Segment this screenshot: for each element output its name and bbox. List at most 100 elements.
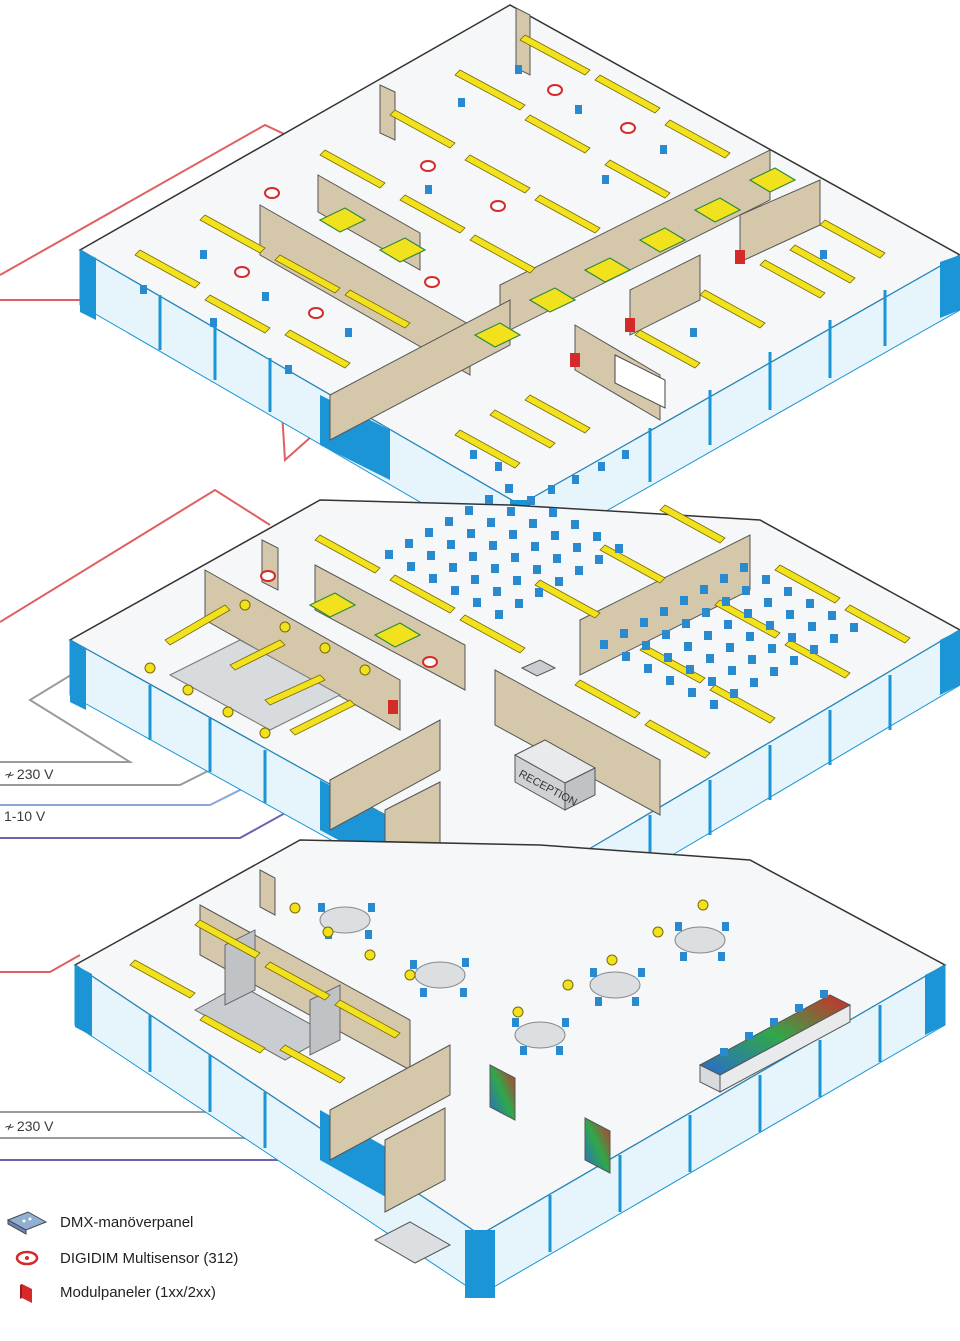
- chair: [507, 507, 515, 516]
- wall: [494, 669, 661, 816]
- chair: [680, 596, 688, 605]
- dmx-panel: [520, 659, 557, 677]
- chair: [710, 700, 718, 709]
- chair: [493, 587, 501, 596]
- wire-label-230v-middle: ≁230 V: [4, 766, 54, 782]
- chair: [724, 620, 732, 629]
- chair: [708, 677, 716, 686]
- module-panels: [388, 700, 398, 714]
- chair: [425, 528, 433, 537]
- wall: [204, 569, 401, 731]
- chair: [730, 689, 738, 698]
- chair: [427, 551, 435, 560]
- chair: [515, 599, 523, 608]
- wall: [329, 719, 441, 831]
- chair: [447, 540, 455, 549]
- chair: [513, 576, 521, 585]
- chair: [509, 530, 517, 539]
- chairs: [385, 484, 858, 709]
- chair: [768, 644, 776, 653]
- chair: [740, 563, 748, 572]
- chair: [684, 642, 692, 651]
- square-luminaires: [308, 592, 422, 648]
- module-panel-icon: [20, 1284, 32, 1303]
- chair: [573, 543, 581, 552]
- chair: [451, 586, 459, 595]
- chair: [830, 634, 838, 643]
- chair: [700, 585, 708, 594]
- chair: [491, 564, 499, 573]
- chair: [850, 623, 858, 632]
- chair: [531, 542, 539, 551]
- wall: [384, 1107, 446, 1213]
- chair: [615, 544, 623, 553]
- chair: [405, 539, 413, 548]
- chair: [595, 555, 603, 564]
- chair: [662, 630, 670, 639]
- chair: [622, 652, 630, 661]
- wall: [261, 539, 279, 591]
- chair: [640, 618, 648, 627]
- chair: [575, 566, 583, 575]
- ac-icon: ≁: [4, 1119, 15, 1134]
- chair: [744, 609, 752, 618]
- chair: [600, 640, 608, 649]
- wall: [379, 84, 396, 141]
- red-cable: [0, 954, 81, 973]
- chair: [750, 678, 758, 687]
- chair: [485, 495, 493, 504]
- chair: [469, 552, 477, 561]
- chair: [555, 577, 563, 586]
- chair: [828, 611, 836, 620]
- ac-icon: ≁: [4, 767, 15, 782]
- chair: [535, 588, 543, 597]
- chair: [473, 598, 481, 607]
- glass-corner-left: [80, 250, 96, 320]
- chair: [742, 586, 750, 595]
- chair: [465, 506, 473, 515]
- wall: [259, 869, 276, 916]
- chair: [686, 665, 694, 674]
- chair: [593, 532, 601, 541]
- wall: [259, 204, 471, 376]
- chair: [620, 629, 628, 638]
- rgb-wall-panel: [584, 1117, 611, 1174]
- chair: [688, 688, 696, 697]
- chair: [571, 520, 579, 529]
- chair: [704, 631, 712, 640]
- chair: [764, 598, 772, 607]
- chair: [407, 562, 415, 571]
- chair: [445, 517, 453, 526]
- chair: [786, 610, 794, 619]
- chair: [706, 654, 714, 663]
- chair: [642, 641, 650, 650]
- chair: [487, 518, 495, 527]
- chair: [770, 667, 778, 676]
- chair: [682, 619, 690, 628]
- dmx-panel-icon: [6, 1211, 48, 1235]
- wire-label-1-10v: 1-10 V: [4, 808, 46, 824]
- chair: [666, 676, 674, 685]
- multisensors: [234, 84, 636, 319]
- legend-item-module-panel: Modulpaneler (1xx/2xx): [0, 1278, 400, 1308]
- red-cable: [0, 488, 271, 623]
- floor-bottom: [73, 839, 947, 1298]
- entrance-step: [373, 1221, 452, 1264]
- chair: [664, 653, 672, 662]
- chair: [449, 563, 457, 572]
- wall: [329, 299, 511, 441]
- downlights: [289, 899, 709, 1018]
- chair: [533, 565, 541, 574]
- rgb-wall-panel: [489, 1064, 516, 1121]
- counter: [168, 639, 342, 731]
- downlights: [144, 599, 371, 739]
- multisensors: [260, 570, 438, 668]
- wall: [329, 1044, 451, 1161]
- chair: [527, 496, 535, 505]
- chair: [806, 599, 814, 608]
- square-luminaires: [318, 167, 797, 348]
- chair: [746, 632, 754, 641]
- chair: [644, 664, 652, 673]
- chair: [722, 597, 730, 606]
